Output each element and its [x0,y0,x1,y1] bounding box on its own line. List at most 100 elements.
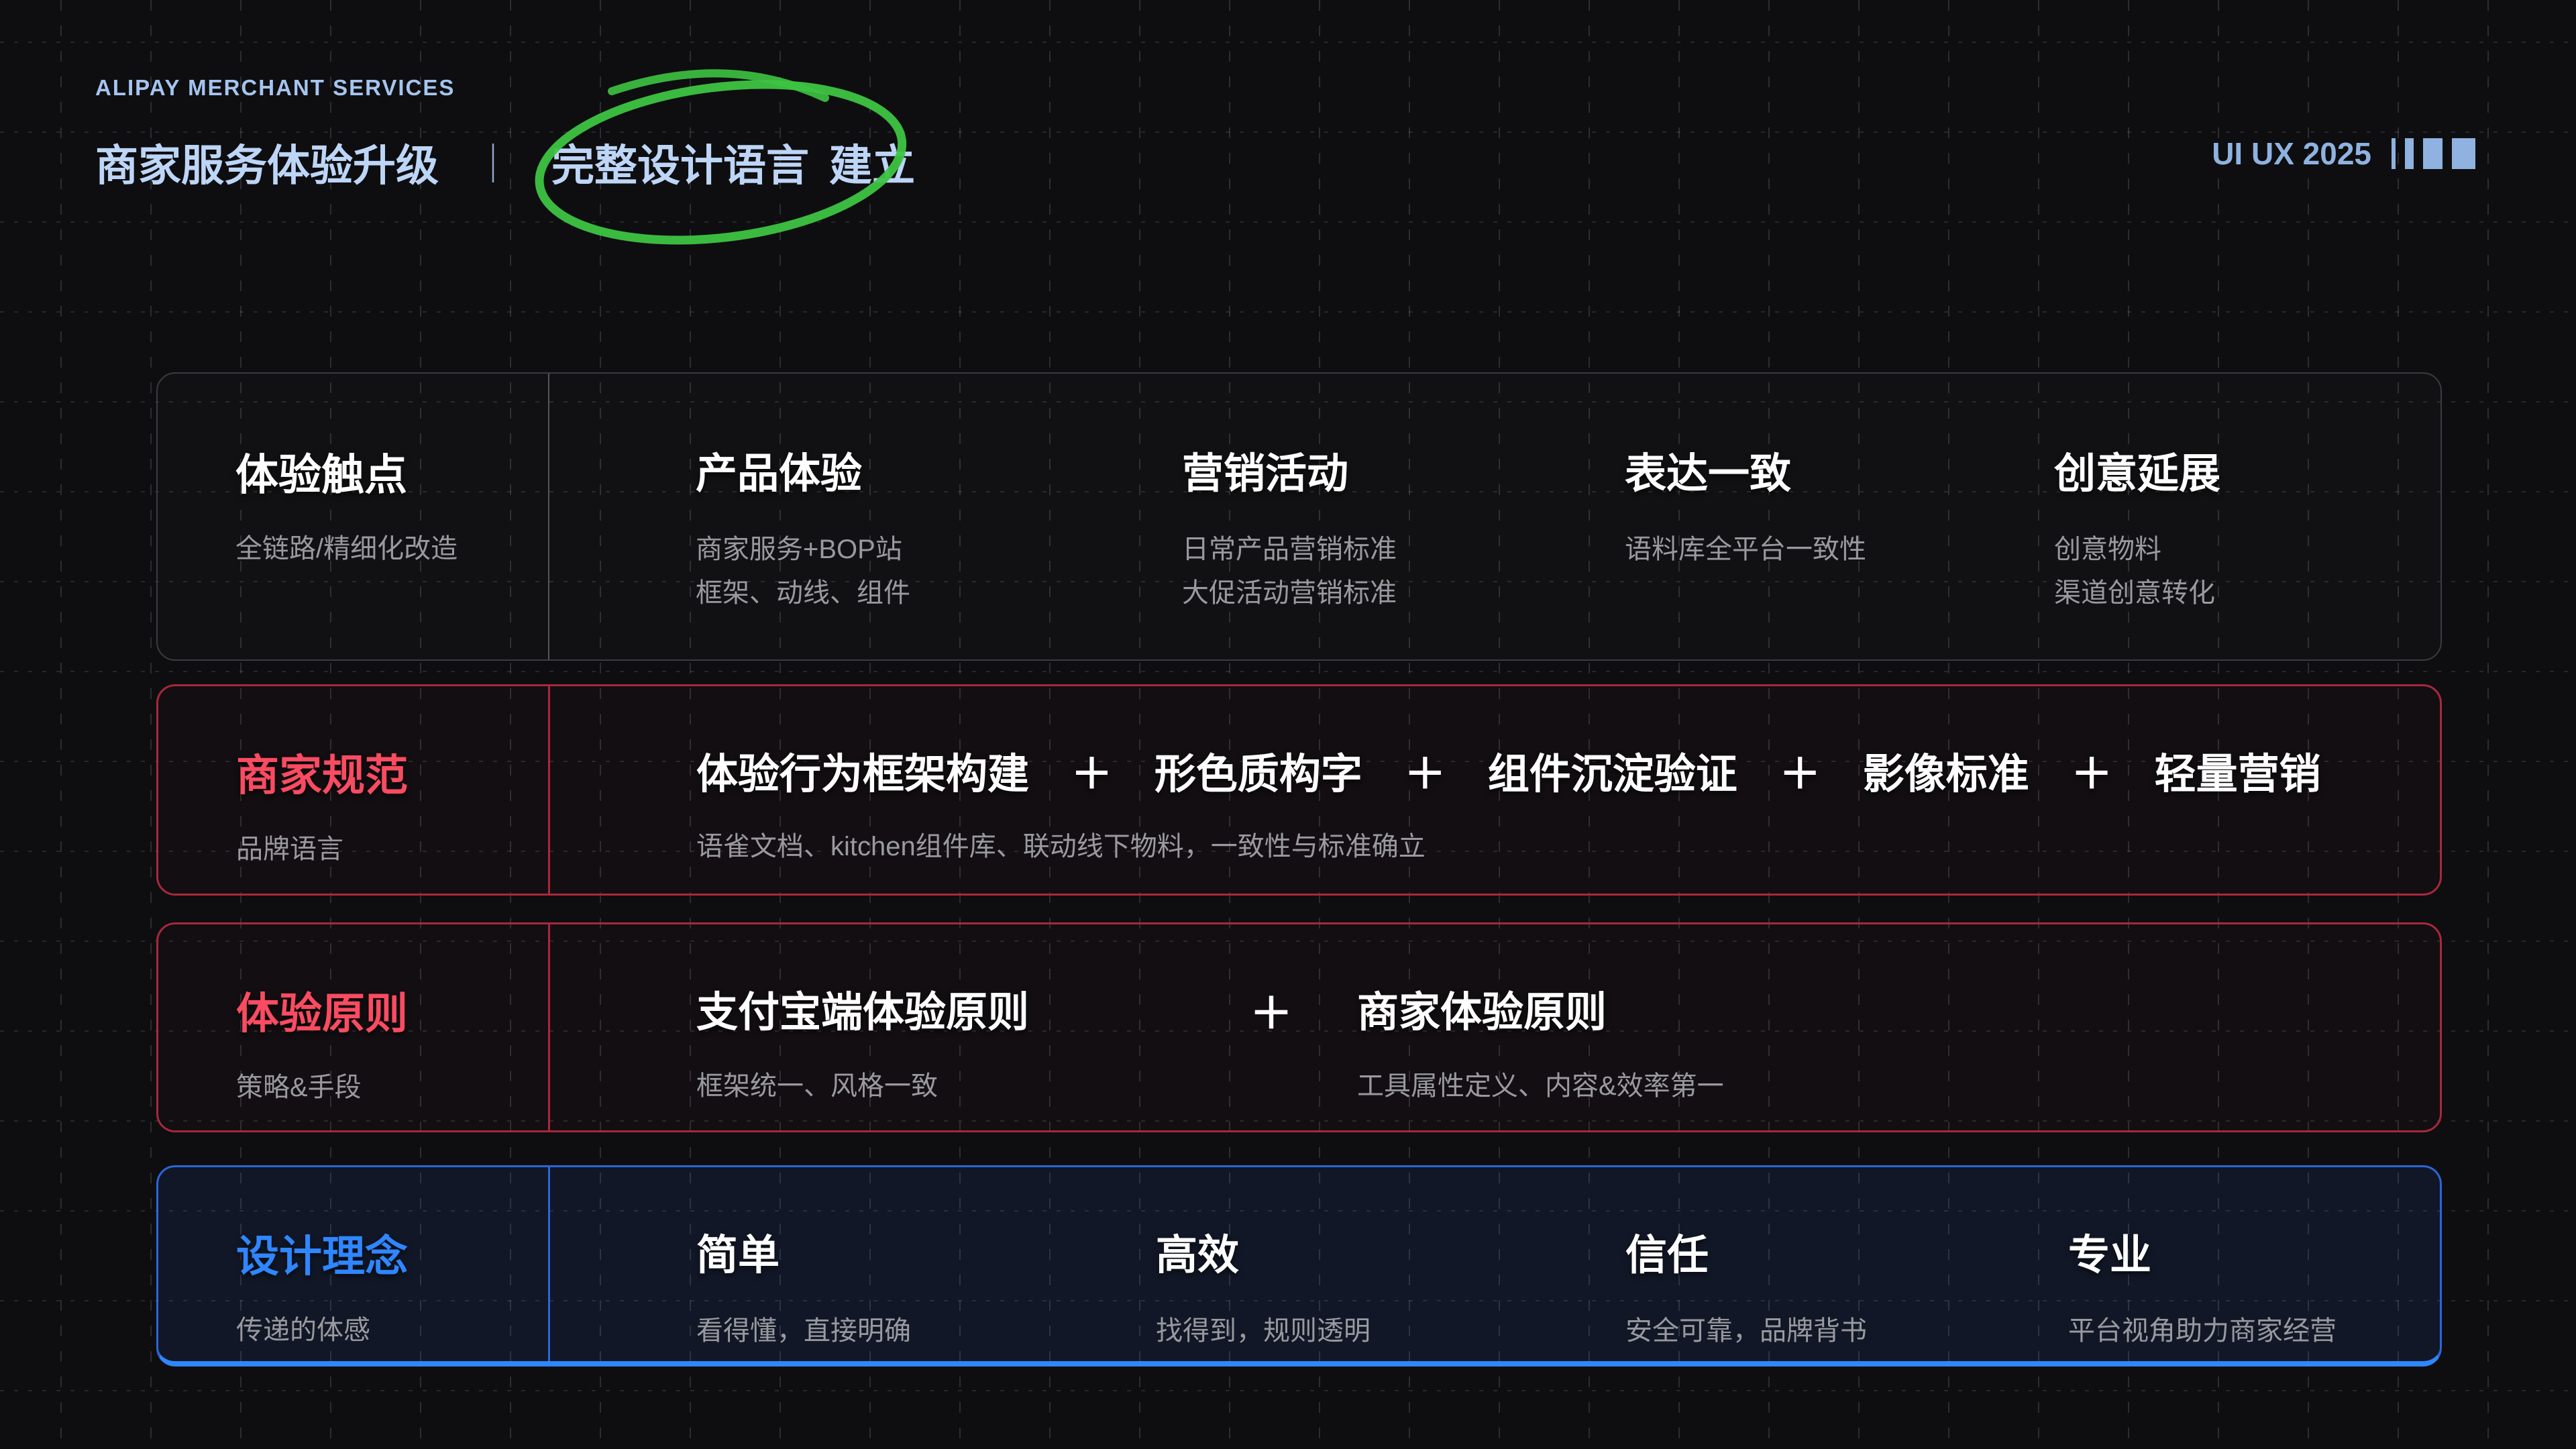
column-line: 平台视角助力商家经营 [2068,1316,2337,1346]
row-label-title: 体验原则 [236,989,408,1038]
principle-alipay: 支付宝端体验原则 框架统一、风格一致 [696,989,1250,1130]
row-standards-label: 商家规范 品牌语言 [158,686,550,894]
row-label-title: 体验触点 [235,451,407,499]
row-philosophy: 设计理念 传递的体感 简单 看得懂，直接明确 高效 找得到，规则透明 信任 安全… [156,1165,2442,1366]
row-label-sub: 传递的体感 [236,1316,370,1346]
grid-line [1229,0,1230,1449]
row-principles-label: 体验原则 策略&手段 [158,924,550,1130]
row-label-sub: 策略&手段 [236,1073,362,1103]
grid-line [1409,0,1410,1449]
row-standards: 商家规范 品牌语言 体验行为框架构建 ＋ 形色质构字 ＋ 组件沉淀验证 ＋ 影像… [156,684,2442,896]
grid-line [2218,0,2219,1449]
grid-line [0,221,2576,223]
grid-line [1499,0,1500,1449]
grid-line [600,0,601,1449]
column-line: 框架、动线、组件 [696,578,910,608]
principle-title: 支付宝端体验原则 [696,989,1030,1036]
principle-title: 商家体验原则 [1357,989,1607,1036]
grid-line [0,1390,2576,1391]
row-principles: 体验原则 策略&手段 支付宝端体验原则 框架统一、风格一致 ＋ 商家体验原则 工… [156,922,2442,1132]
row-philosophy-label: 设计理念 传递的体感 [158,1167,550,1361]
row-label-sub: 全链路/精细化改造 [235,534,458,564]
column-title: 专业 [2068,1232,2152,1279]
grid-line [0,1030,2576,1032]
grid-line [0,671,2576,672]
row-touchpoints: 体验触点 全链路/精细化改造 产品体验 商家服务+BOP站框架、动线、组件 营销… [156,372,2442,661]
edition-label: UI UX 2025 [2212,136,2475,172]
column-simple: 简单 看得懂，直接明确 [696,1232,1156,1361]
column-efficient: 高效 找得到，规则透明 [1156,1232,1625,1361]
column-trust: 信任 安全可靠，品牌背书 [1625,1232,2068,1361]
row-principles-content: 支付宝端体验原则 框架统一、风格一致 ＋ 商家体验原则 工具属性定义、内容&效率… [551,924,2440,1130]
barcode-icon [2392,138,2475,169]
grid-line [869,0,871,1449]
row-label-title: 设计理念 [236,1232,408,1281]
grid-line [0,851,2576,852]
grid-line [2308,0,2309,1449]
grid-line [1768,0,1770,1449]
standards-formula: 体验行为框架构建 ＋ 形色质构字 ＋ 组件沉淀验证 ＋ 影像标准 ＋ 轻量营销 [696,751,2321,798]
column-professional: 专业 平台视角助力商家经营 [2068,1232,2440,1361]
column-line: 看得懂，直接明确 [696,1316,911,1346]
row-touchpoints-label: 体验触点 全链路/精细化改造 [158,374,549,659]
principle-sub: 框架统一、风格一致 [696,1071,938,1102]
column-line: 商家服务+BOP站 [696,535,902,565]
column-line: 创意物料 [2054,535,2161,565]
title-divider: ｜ [474,143,513,186]
grid-line [0,1120,2576,1122]
grid-line [0,761,2576,762]
grid-line [2398,0,2399,1449]
title-suffix: 建立 [829,142,916,190]
grid-line [0,1210,2576,1212]
grid-line [0,1300,2576,1301]
grid-line [959,0,961,1449]
column-line: 安全可靠，品牌背书 [1625,1316,1867,1346]
grid-line [0,131,2576,133]
column-line: 语料库全平台一致性 [1625,535,1866,565]
grid-line [420,0,421,1449]
grid-line [690,0,691,1449]
grid-line [0,491,2576,492]
column-title: 高效 [1156,1232,1240,1279]
row-label-title: 商家规范 [236,751,408,800]
grid-line [0,42,2576,43]
grid-line [240,0,241,1449]
grid-line [1858,0,1860,1449]
grid-line [60,0,62,1449]
row-touchpoints-columns: 产品体验 商家服务+BOP站框架、动线、组件 营销活动 日常产品营销标准大促活动… [551,374,2440,659]
title-left: 商家服务体验升级 [95,142,439,190]
grid-line [2038,0,2039,1449]
column-line: 渠道创意转化 [2054,578,2215,608]
grid-line [1589,0,1590,1449]
title-highlight: 完整设计语言 [535,69,907,245]
grid-line [1319,0,1320,1449]
column-title: 表达一致 [1625,451,1792,497]
column-expression: 表达一致 语料库全平台一致性 [1625,451,2054,659]
plus-sign: ＋ [1250,989,1293,1038]
row-philosophy-columns: 简单 看得懂，直接明确 高效 找得到，规则透明 信任 安全可靠，品牌背书 专业 … [551,1167,2440,1361]
grid-line [780,0,781,1449]
grid-line [1678,0,1680,1449]
grid-line [2128,0,2129,1449]
grid-line [510,0,511,1449]
title-highlight-text: 完整设计语言 [551,142,810,190]
column-title: 营销活动 [1182,451,1349,497]
grid-line [0,401,2576,402]
column-line: 找得到，规则透明 [1156,1316,1371,1346]
row-standards-content: 体验行为框架构建 ＋ 形色质构字 ＋ 组件沉淀验证 ＋ 影像标准 ＋ 轻量营销 … [551,686,2440,894]
column-creative: 创意延展 创意物料渠道创意转化 [2054,451,2440,659]
grid-line [1948,0,1949,1449]
page-title: 商家服务体验升级 ｜ 完整设计语言建立 [95,69,916,245]
standards-formula-sub: 语雀文档、kitchen组件库、联动线下物料，一致性与标准确立 [696,832,1426,862]
eyebrow: ALIPAY MERCHANT SERVICES [95,75,455,100]
column-title: 产品体验 [696,451,863,497]
column-title: 简单 [696,1232,780,1279]
grid-line [150,0,152,1449]
grid-line [2487,0,2489,1449]
grid-line [330,0,331,1449]
grid-line [1049,0,1051,1449]
grid-line [0,311,2576,313]
column-product: 产品体验 商家服务+BOP站框架、动线、组件 [696,451,1182,659]
